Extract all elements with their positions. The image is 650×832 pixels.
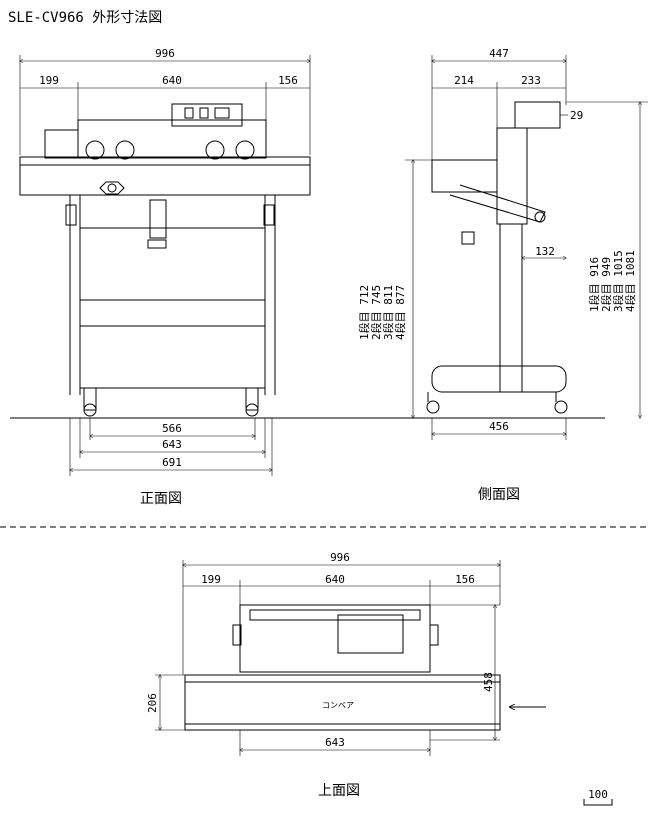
- side-view-caption: 側面図: [478, 487, 520, 503]
- table-height-list: 1段目 712 2段目 745 3段目 811 4段目 877: [357, 285, 407, 340]
- front-view: 996 199 640 156 566 643: [10, 47, 605, 507]
- front-left-offset: 199: [39, 74, 59, 87]
- front-caster-inner: 566: [162, 422, 182, 435]
- side-view: 447 214 233 29 132 1段目 712 2段目 745 3段目 8…: [357, 47, 648, 503]
- overall-height-list: 1段目 916 2段目 949 3段目 1015 4段目 1081: [587, 250, 637, 312]
- top-right-offset: 156: [455, 573, 475, 586]
- top-left-offset: 199: [201, 573, 221, 586]
- overall-height-2: 2段目 949: [599, 257, 613, 312]
- table-height-3: 3段目 811: [381, 285, 395, 340]
- side-base-depth: 456: [489, 420, 509, 433]
- front-overall-width: 996: [155, 47, 175, 60]
- scale-bar: 100: [583, 788, 613, 806]
- front-body-width: 640: [162, 74, 182, 87]
- front-right-offset: 156: [278, 74, 298, 87]
- side-overall-depth: 447: [489, 47, 509, 60]
- top-body-width: 640: [325, 573, 345, 586]
- side-hopper-offset: 29: [570, 109, 583, 122]
- front-frame-width: 643: [162, 438, 182, 451]
- front-view-caption: 正面図: [140, 491, 182, 507]
- top-overall-depth: 458: [482, 672, 495, 692]
- scale-bar-label: 100: [588, 788, 608, 801]
- top-view: 996 199 640 156 コンベア 458 206 643 上面図: [146, 551, 546, 799]
- table-height-4: 4段目 877: [393, 285, 407, 340]
- overall-height-4: 4段目 1081: [623, 250, 637, 312]
- conveyor-label: コンベア: [322, 701, 354, 710]
- overall-height-3: 3段目 1015: [611, 250, 625, 312]
- top-view-caption: 上面図: [318, 783, 360, 799]
- side-column-offset: 132: [535, 245, 555, 258]
- front-base-width: 691: [162, 456, 182, 469]
- side-rear-depth: 233: [521, 74, 541, 87]
- top-overall-width: 996: [330, 551, 350, 564]
- side-front-depth: 214: [454, 74, 474, 87]
- table-height-1: 1段目 712: [357, 285, 371, 340]
- top-conveyor-depth: 206: [146, 693, 159, 713]
- table-height-2: 2段目 745: [369, 285, 383, 340]
- drawing-title: SLE-CV966 外形寸法図: [8, 10, 162, 26]
- overall-height-1: 1段目 916: [587, 257, 601, 312]
- top-frame-width: 643: [325, 736, 345, 749]
